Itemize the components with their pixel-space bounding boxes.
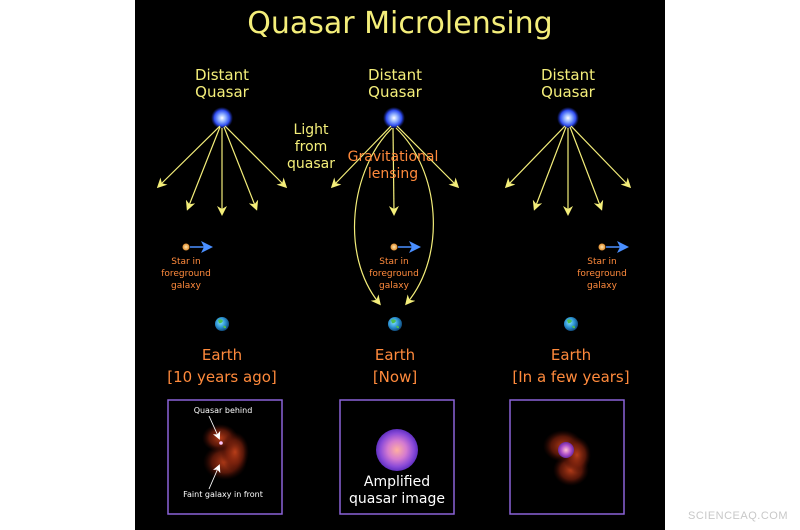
earth-label: Earth xyxy=(551,346,591,364)
callout-faint-galaxy: Faint galaxy in front xyxy=(183,490,263,499)
time-label: [Now] xyxy=(373,368,417,386)
callout-arrow-bottom xyxy=(208,464,221,490)
earth-label: Earth xyxy=(202,346,242,364)
quasar-label-line1: Distant xyxy=(195,66,249,84)
panel-caption-line2: quasar image xyxy=(349,491,445,507)
callout-quasar-behind: Quasar behind xyxy=(194,406,253,415)
earth-icon xyxy=(388,317,402,331)
star-label-line2: foreground xyxy=(161,269,211,279)
amplified-quasar-image xyxy=(376,429,418,471)
quasar-dot xyxy=(219,441,223,445)
quasar-icon xyxy=(557,107,579,129)
earth-icon xyxy=(215,317,229,331)
star-label-line3: galaxy xyxy=(587,281,618,291)
diagram-title: Quasar Microlensing xyxy=(247,6,552,41)
lensing-label-line2: lensing xyxy=(368,166,418,182)
lensing-label-line1: Gravitational xyxy=(348,149,439,165)
star-label-line3: galaxy xyxy=(171,281,202,291)
light-rays xyxy=(330,125,460,306)
microlensing-diagram: Quasar Microlensing Distant Quasar Star … xyxy=(156,6,632,515)
star-label-line3: galaxy xyxy=(379,281,410,291)
panel-caption-line1: Amplified xyxy=(364,474,430,490)
star-icon xyxy=(598,243,606,251)
star-label-line1: Star in xyxy=(171,257,201,267)
light-label-line1: Light xyxy=(294,122,329,138)
quasar-label-line1: Distant xyxy=(541,66,595,84)
star-label-line1: Star in xyxy=(587,257,617,267)
star-label-line1: Star in xyxy=(379,257,409,267)
quasar-label-line2: Quasar xyxy=(195,83,250,101)
earth-icon xyxy=(564,317,578,331)
light-label-line2: from xyxy=(295,139,328,155)
light-rays xyxy=(156,125,288,216)
star-icon xyxy=(182,243,190,251)
earth-label: Earth xyxy=(375,346,415,364)
quasar-label-line2: Quasar xyxy=(541,83,596,101)
column-now: Distant Quasar Gravitational lensing Sta… xyxy=(330,66,460,515)
star-label-line2: foreground xyxy=(369,269,419,279)
column-10-years-ago: Distant Quasar Star in foreground galaxy… xyxy=(156,66,288,515)
quasar-icon xyxy=(383,107,405,129)
quasar-label-line1: Distant xyxy=(368,66,422,84)
callout-arrow-top xyxy=(208,415,221,440)
time-label: [In a few years] xyxy=(512,368,629,386)
quasar-label-line2: Quasar xyxy=(368,83,423,101)
column-in-a-few-years: Distant Quasar Star in foreground galaxy… xyxy=(504,66,632,515)
star-label-line2: foreground xyxy=(577,269,627,279)
watermark: SCIENCEAQ.COM xyxy=(687,510,788,522)
time-label: [10 years ago] xyxy=(167,368,277,386)
brightening-quasar-image xyxy=(558,442,574,458)
light-rays xyxy=(504,125,632,216)
light-label-line3: quasar xyxy=(287,156,335,172)
star-icon xyxy=(390,243,398,251)
diagram-stage: Quasar Microlensing Distant Quasar Star … xyxy=(135,0,665,530)
quasar-icon xyxy=(211,107,233,129)
